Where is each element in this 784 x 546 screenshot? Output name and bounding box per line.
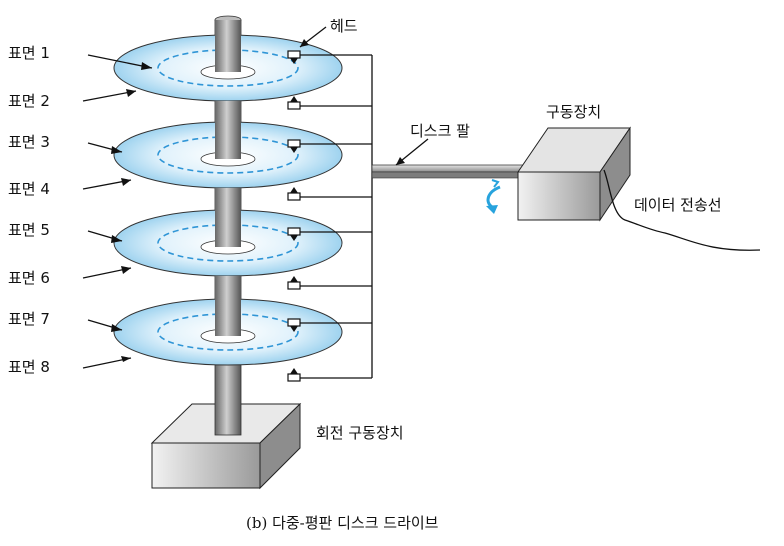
figure-caption: (b) 다중-평판 디스크 드라이브 xyxy=(246,514,439,532)
head-label: 헤드 xyxy=(330,17,358,35)
surface-label-5: 표면 5 xyxy=(8,221,50,239)
actuator-label: 구동장치 xyxy=(546,103,601,121)
surface-leaders xyxy=(82,54,153,369)
surface-label-4: 표면 4 xyxy=(8,180,50,198)
surface-label-6: 표면 6 xyxy=(8,269,50,287)
platter-2 xyxy=(113,101,343,189)
surface-label-1: 표면 1 xyxy=(8,44,50,62)
rotation-arrow-icon xyxy=(486,185,501,209)
arm-leader-arrow-icon xyxy=(396,157,405,165)
arm-label: 디스크 팔 xyxy=(410,122,470,140)
cable-label: 데이터 전송선 xyxy=(634,196,722,214)
head-leader-arrow-icon xyxy=(300,39,309,47)
disk-arm xyxy=(371,164,535,179)
rotation-arrow-head-icon xyxy=(486,205,498,214)
surface-label-3: 표면 3 xyxy=(8,133,50,151)
platter-3 xyxy=(113,188,343,277)
surface-label-8: 표면 8 xyxy=(8,358,50,376)
rotation-arrow-top-icon xyxy=(491,179,500,188)
read-write-heads xyxy=(287,50,301,382)
spindle-motor-label: 회전 구동장치 xyxy=(316,424,404,442)
surface-label-2: 표면 2 xyxy=(8,92,50,110)
head-comb xyxy=(298,54,373,379)
platter-4 xyxy=(113,276,343,366)
platter-1 xyxy=(113,20,343,102)
actuator-box xyxy=(517,126,631,222)
surface-label-7: 표면 7 xyxy=(8,310,50,328)
data-cable xyxy=(603,169,761,251)
